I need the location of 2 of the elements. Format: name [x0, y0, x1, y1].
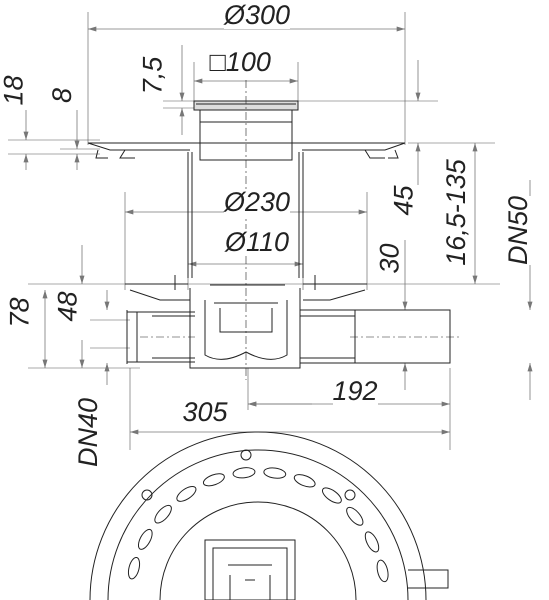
dimension-label: Ø230 — [224, 188, 290, 216]
dimension-label: Ø110 — [225, 228, 290, 256]
